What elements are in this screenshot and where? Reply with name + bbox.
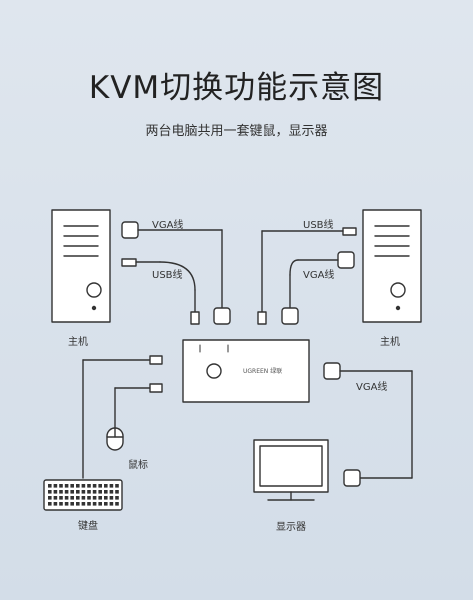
keyboard-key: [76, 496, 80, 500]
monitor-icon: [253, 439, 329, 501]
keyboard-key: [98, 502, 102, 506]
keyboard-key: [64, 502, 69, 506]
keyboard-key: [48, 502, 52, 506]
keyboard-key: [104, 496, 108, 500]
keyboard-key: [76, 502, 80, 506]
keyboard-key: [64, 496, 69, 500]
keyboard-key: [115, 502, 119, 506]
keyboard-key: [115, 490, 119, 494]
usb-cable-top-left: [121, 258, 200, 325]
switch-to-mouse-cable: [114, 383, 163, 429]
usb-cable-top-right: [257, 227, 357, 325]
label-mouse: 鼠标: [128, 460, 148, 471]
right-computer-icon: [362, 209, 422, 323]
keyboard-key: [87, 502, 91, 506]
label-vga-monitor: VGA线: [356, 382, 388, 393]
label-keyboard: 键盘: [78, 521, 98, 532]
label-monitor: 显示器: [276, 522, 306, 533]
keyboard-key: [81, 484, 86, 488]
diagram-title: KVM切换功能示意图: [88, 70, 385, 106]
keyboard-key: [104, 502, 108, 506]
keyboard-key: [70, 502, 74, 506]
keyboard-key: [81, 496, 86, 500]
keyboard-key: [48, 490, 52, 494]
keyboard-key: [92, 490, 97, 494]
mouse-icon: [106, 427, 124, 451]
keyboard-key: [53, 484, 58, 488]
keyboard-key: [70, 496, 74, 500]
keyboard-key: [98, 484, 102, 488]
label-vga-top-left: VGA线: [152, 220, 184, 231]
keyboard-key: [53, 496, 58, 500]
keyboard-key: [92, 484, 97, 488]
keyboard-key: [104, 484, 108, 488]
keyboard-key: [109, 496, 114, 500]
keyboard-key: [81, 490, 86, 494]
keyboard-key: [76, 490, 80, 494]
keyboard-key: [115, 496, 119, 500]
vga-cable-top-left: [121, 221, 231, 325]
keyboard-key: [87, 496, 91, 500]
keyboard-key: [59, 496, 63, 500]
keyboard-key: [64, 490, 69, 494]
keyboard-key: [115, 484, 119, 488]
keyboard-key: [70, 490, 74, 494]
keyboard-key: [70, 484, 74, 488]
keyboard-key: [48, 484, 52, 488]
vga-cable-top-right: [281, 251, 355, 325]
keyboard-key: [59, 484, 63, 488]
kvm-brand-label: UGREEN 绿联: [243, 368, 283, 375]
keyboard-key: [92, 496, 97, 500]
keyboard-key: [81, 502, 86, 506]
vga-cable-monitor: [323, 362, 413, 487]
switch-to-keyboard-cable: [82, 355, 163, 479]
label-usb-top-left: USB线: [152, 270, 183, 281]
keyboard-key: [59, 502, 63, 506]
keyboard-key: [104, 490, 108, 494]
keyboard-keys: [48, 484, 119, 506]
diagram-subtitle: 两台电脑共用一套键鼠，显示器: [145, 124, 328, 139]
keyboard-key: [92, 502, 97, 506]
keyboard-key: [76, 484, 80, 488]
keyboard-key: [109, 502, 114, 506]
keyboard-key: [64, 484, 69, 488]
keyboard-key: [87, 484, 91, 488]
keyboard-icon: [43, 479, 123, 511]
label-usb-top-right: USB线: [303, 220, 334, 231]
label-vga-top-right: VGA线: [303, 270, 335, 281]
left-computer-icon: [51, 209, 111, 323]
keyboard-key: [98, 496, 102, 500]
keyboard-key: [53, 502, 58, 506]
keyboard-key: [87, 490, 91, 494]
keyboard-key: [98, 490, 102, 494]
keyboard-key: [48, 496, 52, 500]
keyboard-key: [59, 490, 63, 494]
keyboard-key: [109, 490, 114, 494]
label-host-left: 主机: [68, 337, 88, 348]
kvm-switch-icon: [182, 339, 310, 403]
label-host-right: 主机: [380, 337, 400, 348]
keyboard-key: [109, 484, 114, 488]
keyboard-key: [53, 490, 58, 494]
